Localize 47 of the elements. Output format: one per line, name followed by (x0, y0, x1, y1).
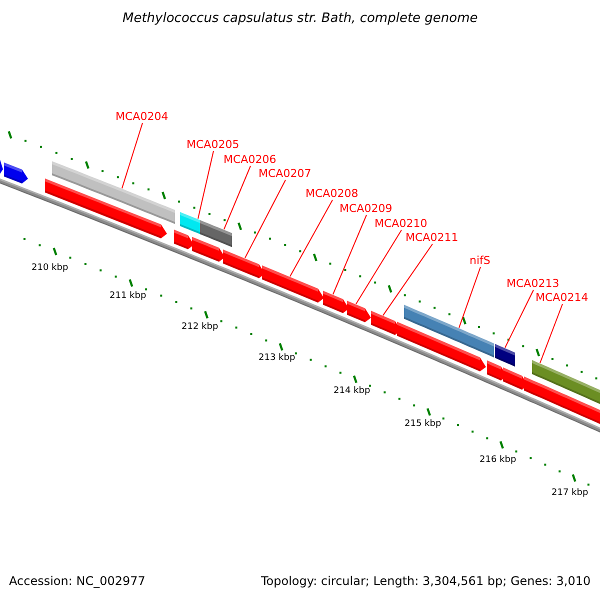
leader-line (504, 290, 534, 348)
leader-line (198, 150, 214, 220)
leader-line (382, 244, 433, 316)
footer-text: Accession: NC_002977 (9, 575, 146, 587)
gene-feature (174, 230, 194, 250)
leader-line (540, 304, 563, 364)
leader-line (290, 200, 333, 277)
feature-bar (532, 360, 600, 404)
gene-label: MCA0208 (306, 188, 358, 198)
leader-line (356, 230, 402, 305)
gene-label: MCA0213 (506, 278, 560, 288)
feature-bar (180, 212, 201, 234)
gene-label: MCA0209 (340, 202, 392, 214)
leader-line (332, 214, 367, 295)
gene-feature (524, 376, 600, 424)
gene-feature (262, 265, 324, 303)
scale-label: 216 kbp (480, 456, 516, 464)
scale-label: 210 kbp (32, 264, 68, 272)
gene-label: MCA0214 (536, 292, 588, 302)
leader-line (244, 180, 286, 258)
scale-label: 215 kbp (404, 420, 442, 428)
scale-label: 217 kbp (552, 488, 588, 498)
feature-bar (495, 344, 515, 367)
gene-label: MCA0210 (374, 218, 428, 228)
scale-label: 214 kbp (334, 386, 370, 396)
gene-label: MCA0206 (224, 154, 276, 164)
leader-line (458, 266, 481, 328)
gene-feature (45, 178, 167, 238)
feature-bar (200, 220, 232, 248)
genome-track (0, 178, 600, 432)
feature-bar (52, 161, 175, 224)
gene-feature (223, 250, 265, 278)
gene-feature (347, 300, 371, 322)
leader-line (224, 166, 251, 230)
gene-feature (323, 290, 349, 314)
gene-feature (397, 322, 486, 372)
gene-label: nifS (470, 254, 490, 266)
scale-label: 213 kbp (258, 354, 296, 362)
gene-label: MCA0207 (258, 168, 312, 178)
gene-label: MCA0205 (186, 138, 240, 150)
title: Methylococcus capsulatus str. Bath, complete genome (122, 12, 478, 24)
scale-label: 212 kbp (182, 322, 218, 332)
gene-label: MCA0204 (116, 110, 168, 122)
footer-text: Topology: circular; Length: 3,304,561 bp; Genes: 3,010 (261, 575, 591, 587)
scale-label: 211 kbp (110, 292, 146, 300)
feature-bar (404, 304, 494, 358)
gene-label: MCA0211 (406, 232, 458, 242)
